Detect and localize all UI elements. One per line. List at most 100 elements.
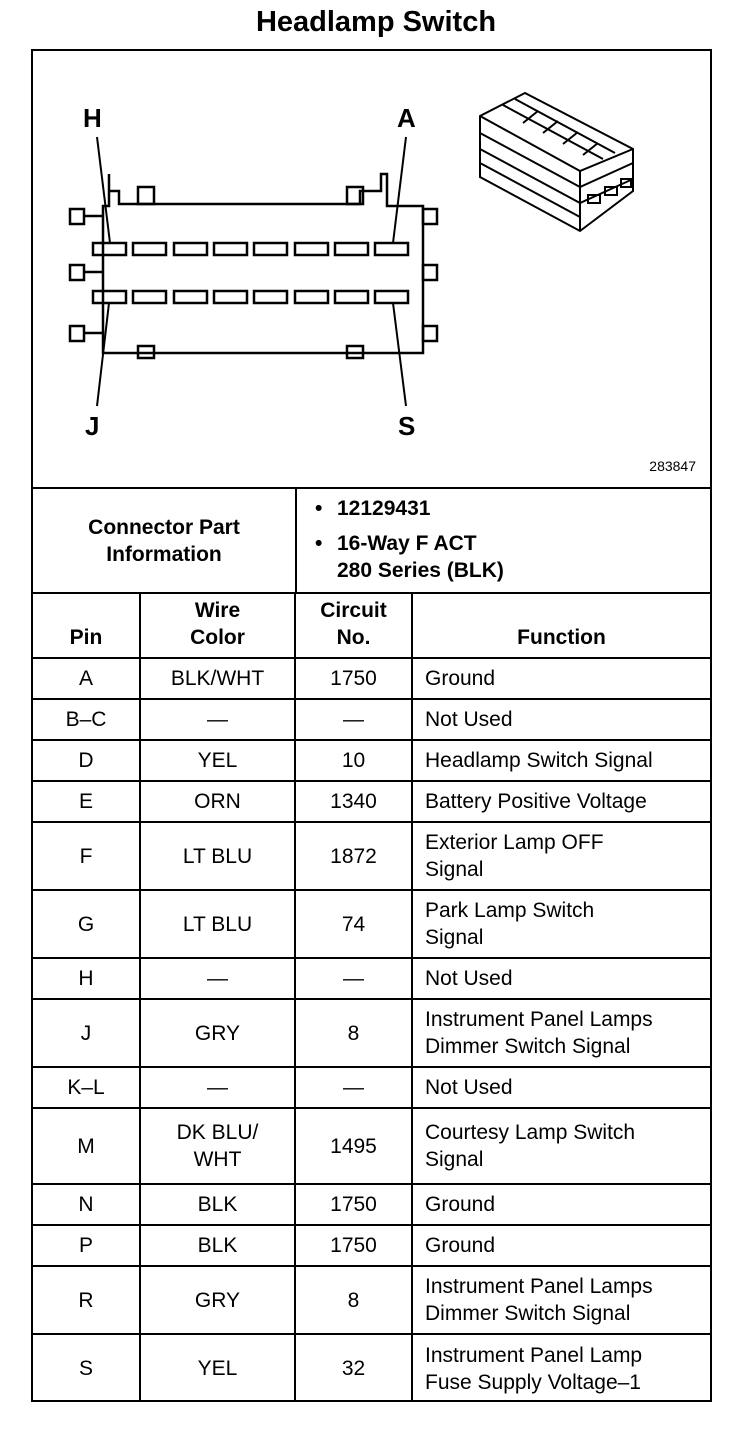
side-tab-left-3 xyxy=(68,324,86,343)
wire-color-cell: — xyxy=(139,1066,296,1109)
wire-color-cell: — xyxy=(139,698,296,741)
table-row: D YEL 10 Headlamp Switch Signal xyxy=(33,739,710,782)
bottom-tab-right xyxy=(345,344,365,360)
wire-color-line: — xyxy=(207,708,228,731)
wire-color-line: GRY xyxy=(194,1288,241,1312)
pin-cell: S xyxy=(33,1333,141,1402)
circuit-cell: 1750 xyxy=(294,1224,413,1267)
function-line: Signal xyxy=(425,1148,484,1171)
side-tab-left-2 xyxy=(68,263,86,282)
pin-cell: D xyxy=(33,739,141,782)
wire-color-cell: YEL xyxy=(139,1333,296,1402)
circuit-cell: 10 xyxy=(294,739,413,782)
connector-info-label: Connector Part Information xyxy=(33,489,297,592)
header-circuit-line1: Circuit xyxy=(320,599,387,622)
pin-cell: E xyxy=(33,780,141,823)
function-line: Headlamp Switch Signal xyxy=(425,749,653,772)
pin-label-a: A xyxy=(397,103,416,133)
wire-color-line: BLK xyxy=(197,1234,238,1257)
function-line: Fuse Supply Voltage–1 xyxy=(425,1370,641,1394)
side-tab-left-1 xyxy=(68,207,86,226)
wire-color-cell: BLK xyxy=(139,1183,296,1226)
pin-cell: H xyxy=(33,957,141,1000)
terminal-row-bottom xyxy=(91,289,410,305)
function-line: Ground xyxy=(425,667,496,690)
header-wire-color-line1: Wire xyxy=(194,599,241,622)
terminal-row-top xyxy=(91,241,410,257)
bottom-tab-left xyxy=(136,344,156,360)
function-line: Not Used xyxy=(425,708,513,731)
leader-line-j xyxy=(96,302,110,407)
circuit-cell: 1340 xyxy=(294,780,413,823)
wire-color-cell: LT BLU xyxy=(139,889,296,959)
wire-color-cell: YEL xyxy=(139,739,296,782)
wire-color-line: WHT xyxy=(193,1148,242,1171)
function-line: Instrument Panel Lamp xyxy=(425,1343,643,1367)
function-line: Dimmer Switch Signal xyxy=(425,1035,631,1058)
wire-color-line: GRY xyxy=(194,1021,241,1045)
table-row: K–L——Not Used xyxy=(33,1066,710,1109)
wire-color-line: YEL xyxy=(197,749,238,772)
function-line: Ground xyxy=(425,1193,496,1216)
wire-color-cell: GRY xyxy=(139,1265,296,1335)
circuit-cell: — xyxy=(294,698,413,741)
connector-info-label-line1: Connector Part xyxy=(88,515,240,539)
side-tab-right-3 xyxy=(421,324,439,343)
pin-label-j: J xyxy=(85,411,100,441)
page-title: Headlamp Switch xyxy=(255,6,497,38)
header-circuit-line2: No. xyxy=(336,626,371,649)
pin-cell: R xyxy=(33,1265,141,1335)
wire-color-line: ORN xyxy=(194,790,241,813)
function-cell: Not Used xyxy=(411,698,710,741)
leader-line-h xyxy=(96,136,111,244)
wire-color-line: BLK xyxy=(197,1193,238,1216)
wire-color-cell: GRY xyxy=(139,998,296,1068)
circuit-cell: 8 xyxy=(294,998,413,1068)
function-line: Instrument Panel Lamps xyxy=(425,1275,653,1298)
circuit-cell: 74 xyxy=(294,889,413,959)
connector-body-outline xyxy=(101,172,425,355)
side-tab-right-1 xyxy=(421,207,439,226)
circuit-cell: 1872 xyxy=(294,821,413,891)
circuit-cell: 1750 xyxy=(294,1183,413,1226)
part-number: 12129431 xyxy=(337,497,431,520)
wire-color-cell: BLK/WHT xyxy=(139,657,296,700)
header-function: Function xyxy=(411,592,710,659)
circuit-cell: 1750 xyxy=(294,657,413,700)
connector-info-label-line2: Information xyxy=(106,542,222,566)
top-tab-left xyxy=(136,185,156,206)
pin-cell: G xyxy=(33,889,141,959)
connector-description-line2: 280 Series (BLK) xyxy=(337,559,504,582)
wire-color-cell: DK BLU/WHT xyxy=(139,1107,296,1185)
function-cell: Not Used xyxy=(411,957,710,1000)
leader-line-s xyxy=(392,302,407,407)
table-row: B–C——Not Used xyxy=(33,698,710,741)
function-cell: Headlamp Switch Signal xyxy=(411,739,710,782)
wire-color-line: DK BLU/ xyxy=(176,1121,259,1144)
wire-color-line: YEL xyxy=(197,1357,238,1380)
function-line: Park Lamp Switch xyxy=(425,899,595,922)
pin-cell: A xyxy=(33,657,141,700)
circuit-cell: 1495 xyxy=(294,1107,413,1185)
wire-color-line: — xyxy=(207,1076,228,1099)
wire-color-cell: BLK xyxy=(139,1224,296,1267)
top-tab-right xyxy=(345,185,365,206)
function-line: Courtesy Lamp Switch xyxy=(425,1121,636,1144)
circuit-cell: — xyxy=(294,957,413,1000)
circuit-cell: 8 xyxy=(294,1265,413,1335)
function-cell: Not Used xyxy=(411,1066,710,1109)
wire-color-line: LT BLU xyxy=(182,844,253,868)
leader-line-a xyxy=(392,136,407,244)
wire-color-line: BLK/WHT xyxy=(170,667,265,690)
circuit-cell: — xyxy=(294,1066,413,1109)
figure-number: 283847 xyxy=(649,458,696,474)
